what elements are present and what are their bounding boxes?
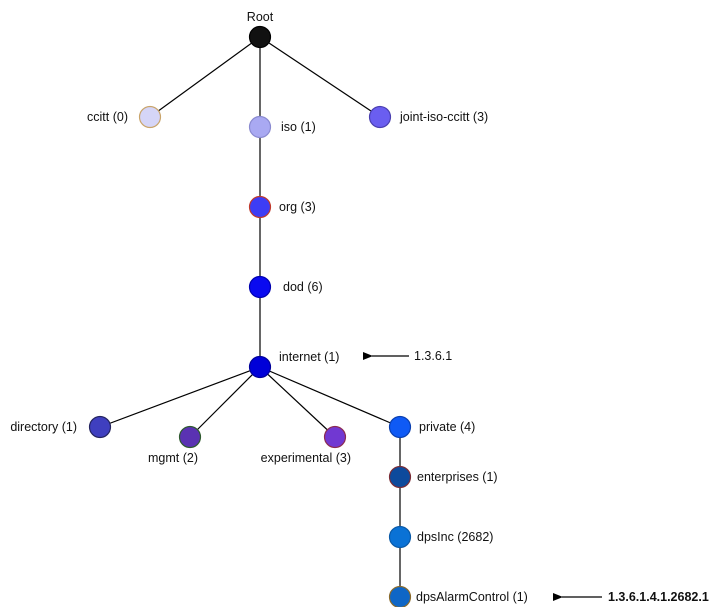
edge-root-joint [259,36,381,118]
node-joint[interactable] [368,105,392,129]
edge-internet-mgmt [189,366,261,438]
node-label-private: private (4) [419,420,475,434]
node-enterprises[interactable] [388,465,412,489]
edge-internet-directory [99,366,261,428]
node-dpsinc[interactable] [388,525,412,549]
node-label-dod: dod (6) [283,280,323,294]
node-dod[interactable] [248,275,272,299]
node-directory[interactable] [88,415,112,439]
tree-labels: Root ccitt (0) iso (1) joint-iso-ccitt (3) o… [10,10,528,604]
node-label-mgmt: mgmt (2) [148,451,198,465]
node-label-joint: joint-iso-ccitt (3) [399,110,488,124]
node-label-org: org (3) [279,200,316,214]
tree-nodes [88,25,412,607]
node-root[interactable] [248,25,272,49]
node-mgmt[interactable] [178,425,202,449]
node-label-enterprises: enterprises (1) [417,470,498,484]
edge-internet-experimental [259,366,336,438]
node-label-root: Root [247,10,274,24]
node-label-internet: internet (1) [279,350,339,364]
node-label-directory: directory (1) [10,420,77,434]
node-label-iso: iso (1) [281,120,316,134]
node-ccitt[interactable] [138,105,162,129]
node-label-experimental: experimental (3) [261,451,351,465]
oid-label-internet: 1.3.6.1 [414,349,452,363]
node-experimental[interactable] [323,425,347,449]
edge-root-ccitt [149,36,261,118]
node-label-dpsinc: dpsInc (2682) [417,530,493,544]
node-label-ccitt: ccitt (0) [87,110,128,124]
node-label-dpsalarm: dpsAlarmControl (1) [416,590,528,604]
node-org[interactable] [248,195,272,219]
node-dpsalarm[interactable] [388,585,412,607]
oid-annotations: 1.3.6.1 1.3.6.1.4.1.2682.1 [363,349,709,604]
node-internet[interactable] [248,355,272,379]
node-iso[interactable] [248,115,272,139]
oid-label-dpsalarm: 1.3.6.1.4.1.2682.1 [608,590,709,604]
edge-internet-private [259,366,401,428]
node-private[interactable] [388,415,412,439]
